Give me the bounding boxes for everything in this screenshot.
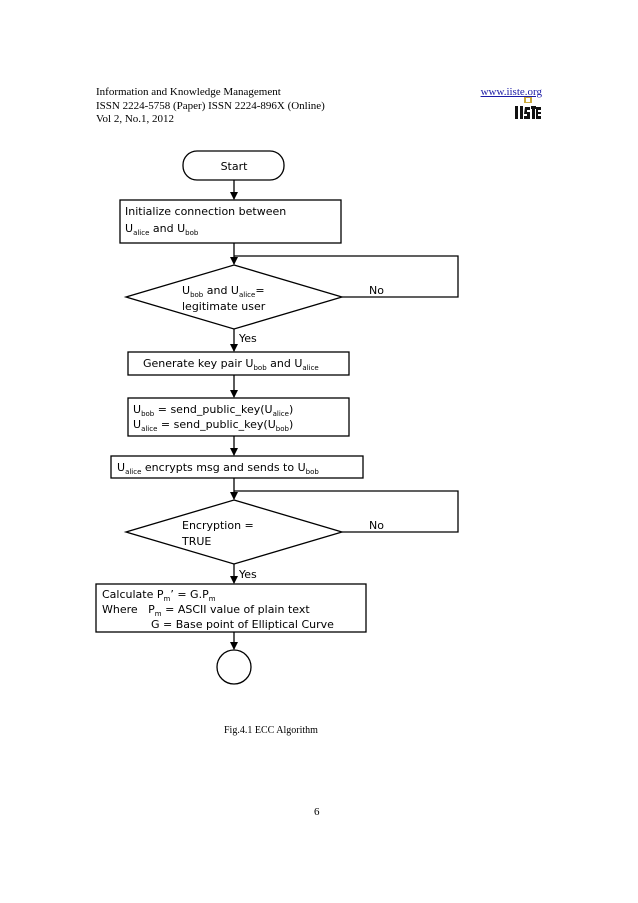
loop-no2 — [234, 490, 459, 533]
init-line1: Initialize connection between — [125, 205, 286, 218]
generate-box — [127, 351, 350, 376]
no-label-1: No — [369, 284, 384, 297]
journal-title: Information and Knowledge Management — [96, 86, 281, 98]
calc-line3: G = Base point of Elliptical Curve — [151, 618, 334, 631]
encrypt-box — [110, 455, 364, 479]
volume-line: Vol 2, No.1, 2012 — [96, 113, 175, 125]
send-line2: Ualice = send_public_key(Ubob) — [133, 418, 293, 433]
yes-label-2: Yes — [238, 568, 257, 581]
generate-label: Generate key pair Ubob and Ualice — [143, 357, 319, 372]
page-number: 6 — [314, 806, 320, 818]
issn-line: ISSN 2224-5758 (Paper) ISSN 2224-896X (O… — [96, 100, 325, 112]
calc-line1: Calculate Pm’ = G.Pm — [102, 588, 216, 603]
figure-caption: Fig.4.1 ECC Algorithm — [224, 725, 318, 736]
loop-no1 — [234, 255, 459, 298]
init-box — [119, 199, 342, 244]
decision2-line2: TRUE — [181, 535, 211, 548]
encrypt-label: Ualice encrypts msg and sends to Ubob — [117, 461, 319, 476]
start-label: Start — [221, 160, 249, 173]
init-line2: Ualice and Ubob — [125, 222, 199, 237]
no-label-2: No — [369, 519, 384, 532]
decision1-line2: legitimate user — [182, 300, 266, 313]
end-node — [216, 649, 252, 685]
decision-encryption — [123, 499, 345, 565]
decision-legitimate — [123, 264, 345, 330]
decision2-line1: Encryption = — [182, 519, 254, 532]
yes-label-1: Yes — [238, 332, 257, 345]
decision1-line1: Ubob and Ualice= — [182, 284, 265, 299]
iiste-logo — [515, 97, 541, 119]
website-link[interactable]: www.iiste.org — [480, 86, 542, 98]
send-key-box — [127, 397, 350, 437]
calculate-box — [95, 583, 367, 633]
calc-line2: Where Pm = ASCII value of plain text — [102, 603, 310, 618]
send-line1: Ubob = send_public_key(Ualice) — [133, 403, 293, 418]
